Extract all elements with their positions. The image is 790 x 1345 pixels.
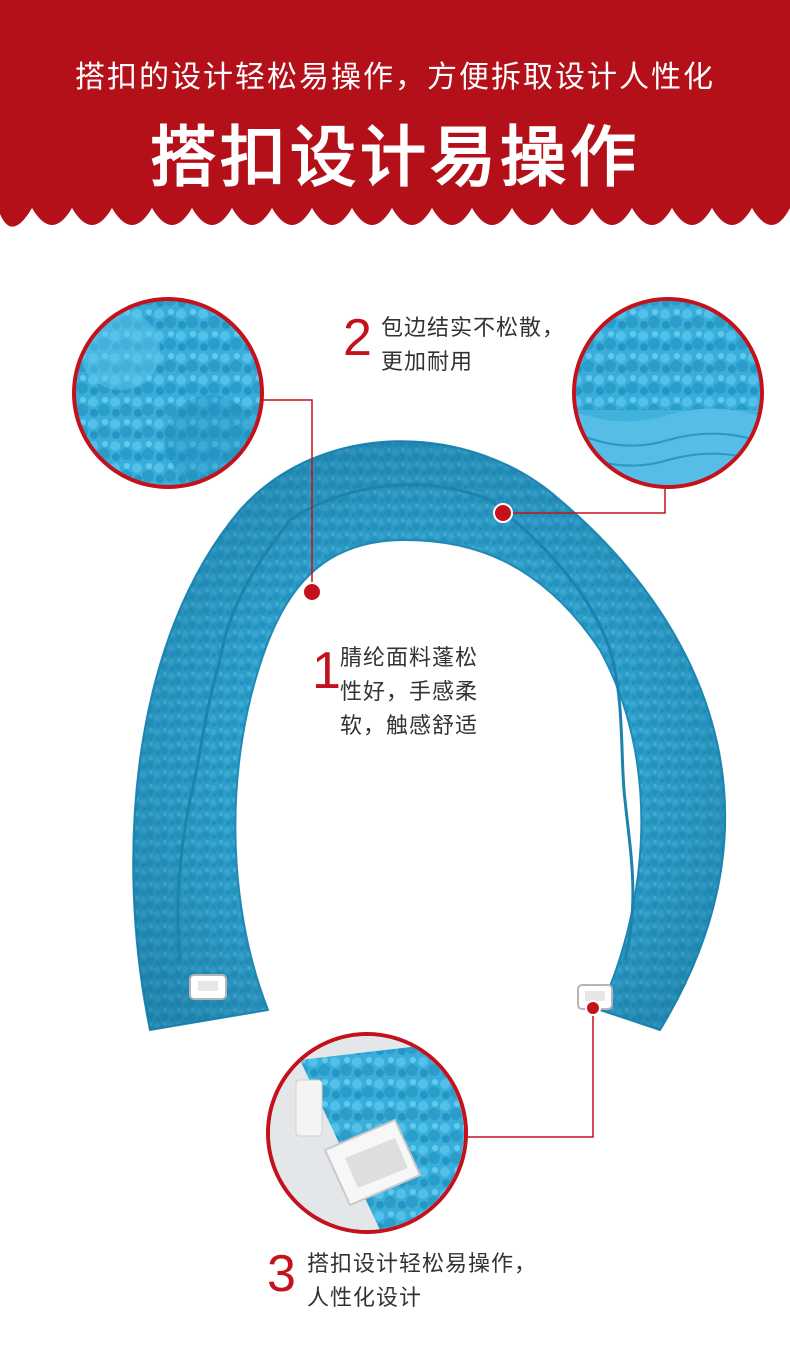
product-illustration [72, 297, 764, 1234]
seam-line-right [489, 498, 635, 961]
callout-dot-1 [302, 582, 322, 602]
callout-number-2: 2 [343, 309, 372, 367]
header-title: 搭扣设计易操作 [150, 119, 640, 196]
header-subtitle: 搭扣的设计轻松易操作，方便拆取设计人性化 [75, 60, 715, 95]
callout-3-line-1: 搭扣设计轻松易操作， [307, 1252, 538, 1277]
clip-left [189, 974, 227, 1000]
header-banner [0, 0, 790, 227]
callout-number-1: 1 [312, 642, 341, 700]
seat-cover [132, 440, 727, 1032]
banner-background [0, 0, 790, 227]
callout-number-3: 3 [267, 1245, 296, 1303]
callout-text-1: 腈纶面料蓬松 性好，手感柔 软，触感舒适 [340, 642, 478, 744]
callout-1-line-2: 性好，手感柔 [340, 680, 479, 705]
callout-1-line-3: 软，触感舒适 [340, 714, 479, 739]
zoom-circle-binding [572, 297, 764, 489]
leader-line-1 [260, 399, 313, 590]
callout-2-line-2: 更加耐用 [381, 350, 474, 375]
callout-dot-3 [585, 1000, 601, 1016]
callout-dot-2 [493, 503, 513, 523]
leader-line-2 [505, 484, 666, 514]
zoom-circle-fabric [72, 297, 264, 489]
callout-3-line-2: 人性化设计 [307, 1286, 423, 1311]
callout-2-line-1: 包边结实不松散， [381, 316, 566, 341]
zoom-circle-clip [266, 1032, 468, 1234]
callout-text-2: 包边结实不松散， 更加耐用 [381, 312, 565, 380]
seam-line-left [176, 519, 292, 961]
callout-text-3: 搭扣设计轻松易操作， 人性化设计 [307, 1248, 537, 1316]
callout-1-line-1: 腈纶面料蓬松 [340, 646, 479, 671]
leader-line-3 [464, 1010, 594, 1138]
seam-line-top [289, 483, 491, 522]
